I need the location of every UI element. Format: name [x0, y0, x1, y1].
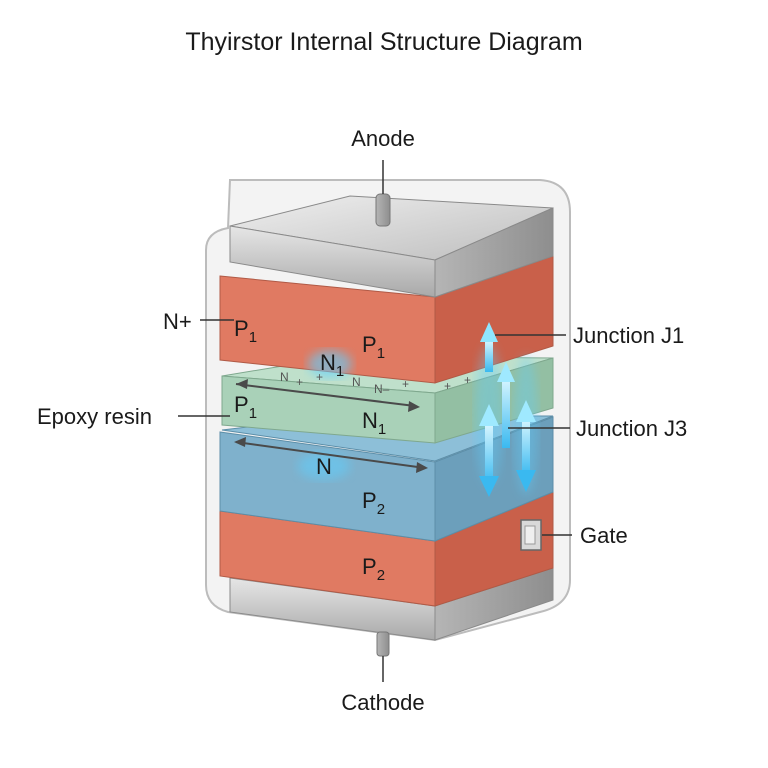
diagram-title: Thyirstor Internal Structure Diagram	[185, 28, 583, 56]
callout-lines	[178, 319, 572, 536]
current-arrow-j1	[480, 322, 498, 372]
carrier-arrow-p2	[234, 437, 428, 473]
glow-effects	[298, 345, 538, 495]
layer-label-p1-left: P1	[234, 316, 257, 346]
carrier-arrow-n1	[235, 379, 420, 412]
epoxy-resin-label: Epoxy resin	[37, 404, 152, 429]
layer-label-p1-mid: P1	[234, 392, 257, 422]
layer-label-p1-front: P1	[362, 332, 385, 362]
surface-mark: +	[316, 370, 323, 384]
anode-terminal	[375, 160, 391, 227]
cathode-terminal	[376, 631, 390, 682]
surface-mark: +	[444, 379, 451, 393]
layer-labels: P1 P1 N1 P1 N1 N P2 P2	[234, 316, 386, 584]
surface-mark: +	[296, 375, 303, 389]
anode-plate	[229, 195, 554, 298]
cathode-label: Cathode	[341, 690, 424, 715]
surface-mark: +	[464, 373, 471, 387]
gate-label: Gate	[580, 523, 628, 548]
junction-j3-label: Junction J3	[576, 416, 687, 441]
layer-label-p2-upper: P2	[362, 488, 385, 518]
gate-contact	[520, 519, 542, 551]
layer-label-n1-front: N1	[362, 408, 386, 438]
n-plus-label: N+	[163, 309, 192, 334]
current-arrow-double-left	[479, 404, 499, 497]
layer-label-p2-lower: P2	[362, 554, 385, 584]
junction-j1-label: Junction J1	[573, 323, 684, 348]
surface-mark: N	[352, 375, 361, 389]
anode-label: Anode	[351, 126, 415, 151]
layer-label-n: N	[316, 454, 332, 479]
surface-mark: N	[280, 370, 289, 384]
current-arrow-double-right	[516, 400, 536, 492]
p1-top-layer	[219, 255, 554, 384]
current-arrow-mid	[497, 362, 515, 448]
layer-label-n1-top: N1	[320, 350, 344, 380]
surface-mark: N–	[374, 382, 390, 396]
surface-mark: +	[402, 377, 409, 391]
surface-charge-marks: N + + N N– + + +	[280, 370, 471, 396]
